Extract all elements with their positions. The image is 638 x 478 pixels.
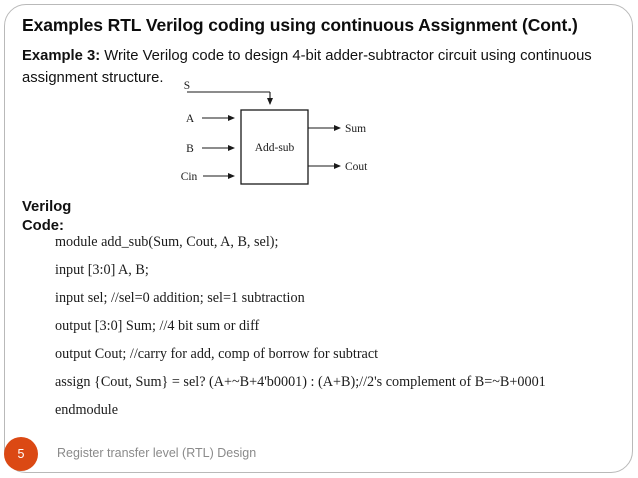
- add-sub-block: [240, 109, 309, 185]
- code-line: input [3:0] A, B;: [55, 262, 149, 278]
- input-label-s: S: [184, 80, 190, 92]
- output-label-cout: Cout: [345, 161, 368, 173]
- add-sub-block-label: Add-sub: [255, 142, 295, 154]
- output-label-sum: Sum: [345, 123, 366, 135]
- page-title: Examples RTL Verilog coding using contin…: [22, 15, 578, 35]
- example-description: Write Verilog code to design 4-bit adder…: [22, 48, 592, 86]
- code-line: output Cout; //carry for add, comp of bo…: [55, 346, 379, 362]
- body-paragraph: Example 3: Write Verilog code to design …: [22, 45, 607, 89]
- input-label-cin: Cin: [181, 171, 198, 183]
- code-line: assign {Cout, Sum} = sel? (A+~B+4'b0001)…: [55, 374, 546, 390]
- wire-s: [187, 91, 273, 105]
- footer-text: Register transfer level (RTL) Design: [57, 446, 257, 460]
- page-number-badge: 5: [4, 437, 38, 471]
- add-sub-block-diagram: Add-sub A B Cin S Sum Cout: [170, 72, 400, 197]
- input-label-a: A: [186, 113, 195, 125]
- example-label: Example 3:: [22, 48, 101, 64]
- code-line: input sel; //sel=0 addition; sel=1 subtr…: [55, 290, 305, 306]
- code-line: output [3:0] Sum; //4 bit sum or diff: [55, 318, 260, 334]
- code-line: endmodule: [55, 402, 119, 418]
- slide-frame: [4, 4, 633, 473]
- input-label-b: B: [186, 143, 194, 155]
- verilog-code-block: module add_sub(Sum, Cout, A, B, sel); in…: [55, 228, 630, 424]
- code-line: module add_sub(Sum, Cout, A, B, sel);: [55, 234, 279, 250]
- verilog-code-label: Verilog Code:: [22, 199, 72, 234]
